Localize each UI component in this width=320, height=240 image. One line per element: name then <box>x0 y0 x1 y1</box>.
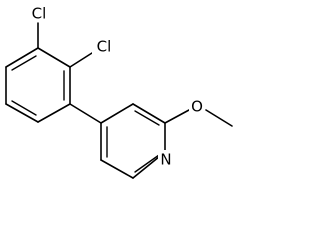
double-bond-c4-c5 <box>11 100 37 116</box>
bond-c6-c1 <box>5 47 39 68</box>
bond-c2-cl <box>69 52 93 68</box>
atom-label-oxygen: O <box>191 98 203 116</box>
bond-p3-p2 <box>132 103 166 124</box>
bond-p2-o <box>164 109 190 124</box>
bond-c4-c5 <box>5 103 39 123</box>
atom-label-nitrogen: N <box>160 151 171 169</box>
bond-biaryl <box>69 103 102 124</box>
dichlorophenyl-ring <box>5 47 71 123</box>
double-bond-c6-c1 <box>11 55 37 71</box>
chemical-structure: Cl Cl O N <box>5 4 233 179</box>
atom-label-cl-top: Cl <box>32 5 47 23</box>
bond-c3-c4 <box>37 103 71 123</box>
bond-p6-p5 <box>100 159 134 179</box>
bond-p4-p3 <box>100 103 134 124</box>
atom-label-cl-right: Cl <box>97 38 112 56</box>
double-bond-n-p6 <box>134 154 160 173</box>
bond-o-methyl <box>205 109 233 127</box>
bond-c1-c2 <box>37 47 71 68</box>
double-bond-p3-p2 <box>134 110 160 126</box>
pyridine-ring <box>100 103 166 179</box>
